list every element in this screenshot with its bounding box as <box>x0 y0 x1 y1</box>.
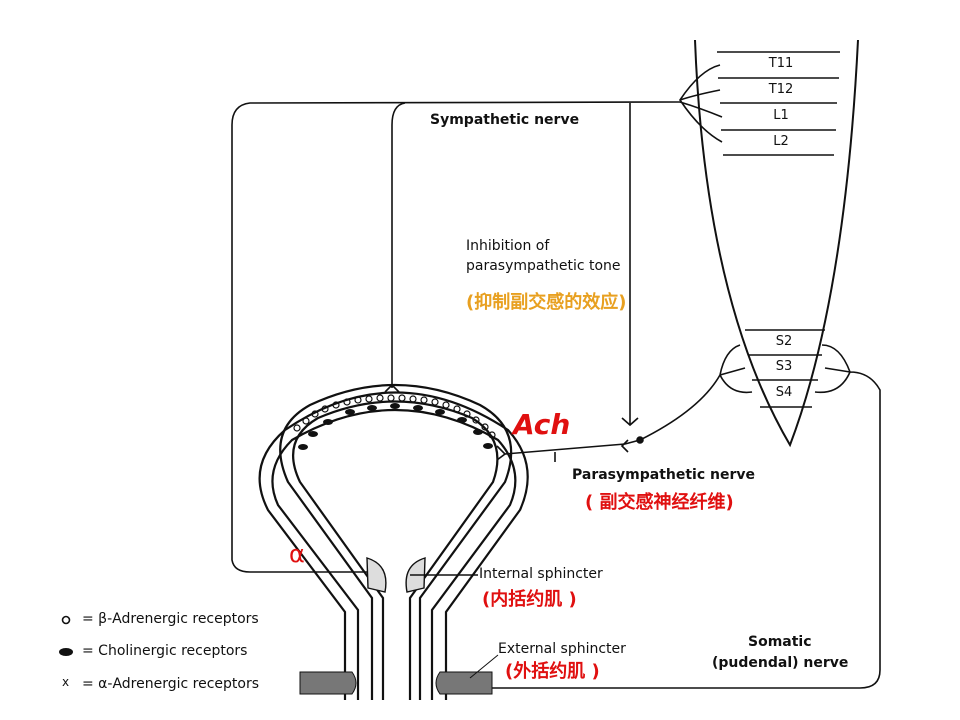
legend-symbols <box>59 615 73 656</box>
legend-cholinergic: = Cholinergic receptors <box>82 643 248 659</box>
segment-s3: S3 <box>775 359 793 374</box>
bladder <box>258 383 529 700</box>
inhibition-label-cn: (抑制副交感的效应) <box>466 292 627 313</box>
somatic-nerve-label-line2: (pudendal) nerve <box>712 655 849 671</box>
segment-t12: T12 <box>768 82 794 97</box>
segment-l2: L2 <box>773 134 789 149</box>
segment-s4: S4 <box>775 385 793 400</box>
segment-s2: S2 <box>775 334 793 349</box>
external-sphincter-label-cn: (外括约肌 ) <box>505 661 600 682</box>
alpha-label: α <box>289 540 305 568</box>
segment-t11: T11 <box>768 56 794 71</box>
internal-sphincter-muscle <box>366 557 478 593</box>
inhibition-label-line2: parasympathetic tone <box>466 258 621 274</box>
somatic-nerve-path <box>480 344 881 689</box>
internal-sphincter-label-cn: (内括约肌 ) <box>482 589 577 610</box>
sympathetic-nerve-label: Sympathetic nerve <box>430 112 580 128</box>
segment-l1: L1 <box>773 108 789 123</box>
somatic-nerve-label-line1: Somatic <box>748 634 812 650</box>
legend-alpha-symbol: x <box>62 675 70 689</box>
cholinergic-receptors <box>298 403 493 450</box>
ach-label: Ach <box>513 408 571 441</box>
external-sphincter-muscle <box>299 654 499 695</box>
parasympathetic-nerve-label: Parasympathetic nerve <box>572 467 756 483</box>
legend-alpha: = α-Adrenergic receptors <box>82 676 260 692</box>
internal-sphincter-label: Internal sphincter <box>479 566 603 582</box>
parasympathetic-nerve-path <box>496 344 753 462</box>
inhibition-label-line1: Inhibition of <box>466 238 550 254</box>
parasympathetic-label-cn: ( 副交感神经纤维) <box>585 492 734 513</box>
legend-beta: = β-Adrenergic receptors <box>82 611 259 627</box>
beta-receptors <box>293 394 496 439</box>
external-sphincter-label: External sphincter <box>498 641 626 657</box>
spinal-cord <box>694 39 859 448</box>
